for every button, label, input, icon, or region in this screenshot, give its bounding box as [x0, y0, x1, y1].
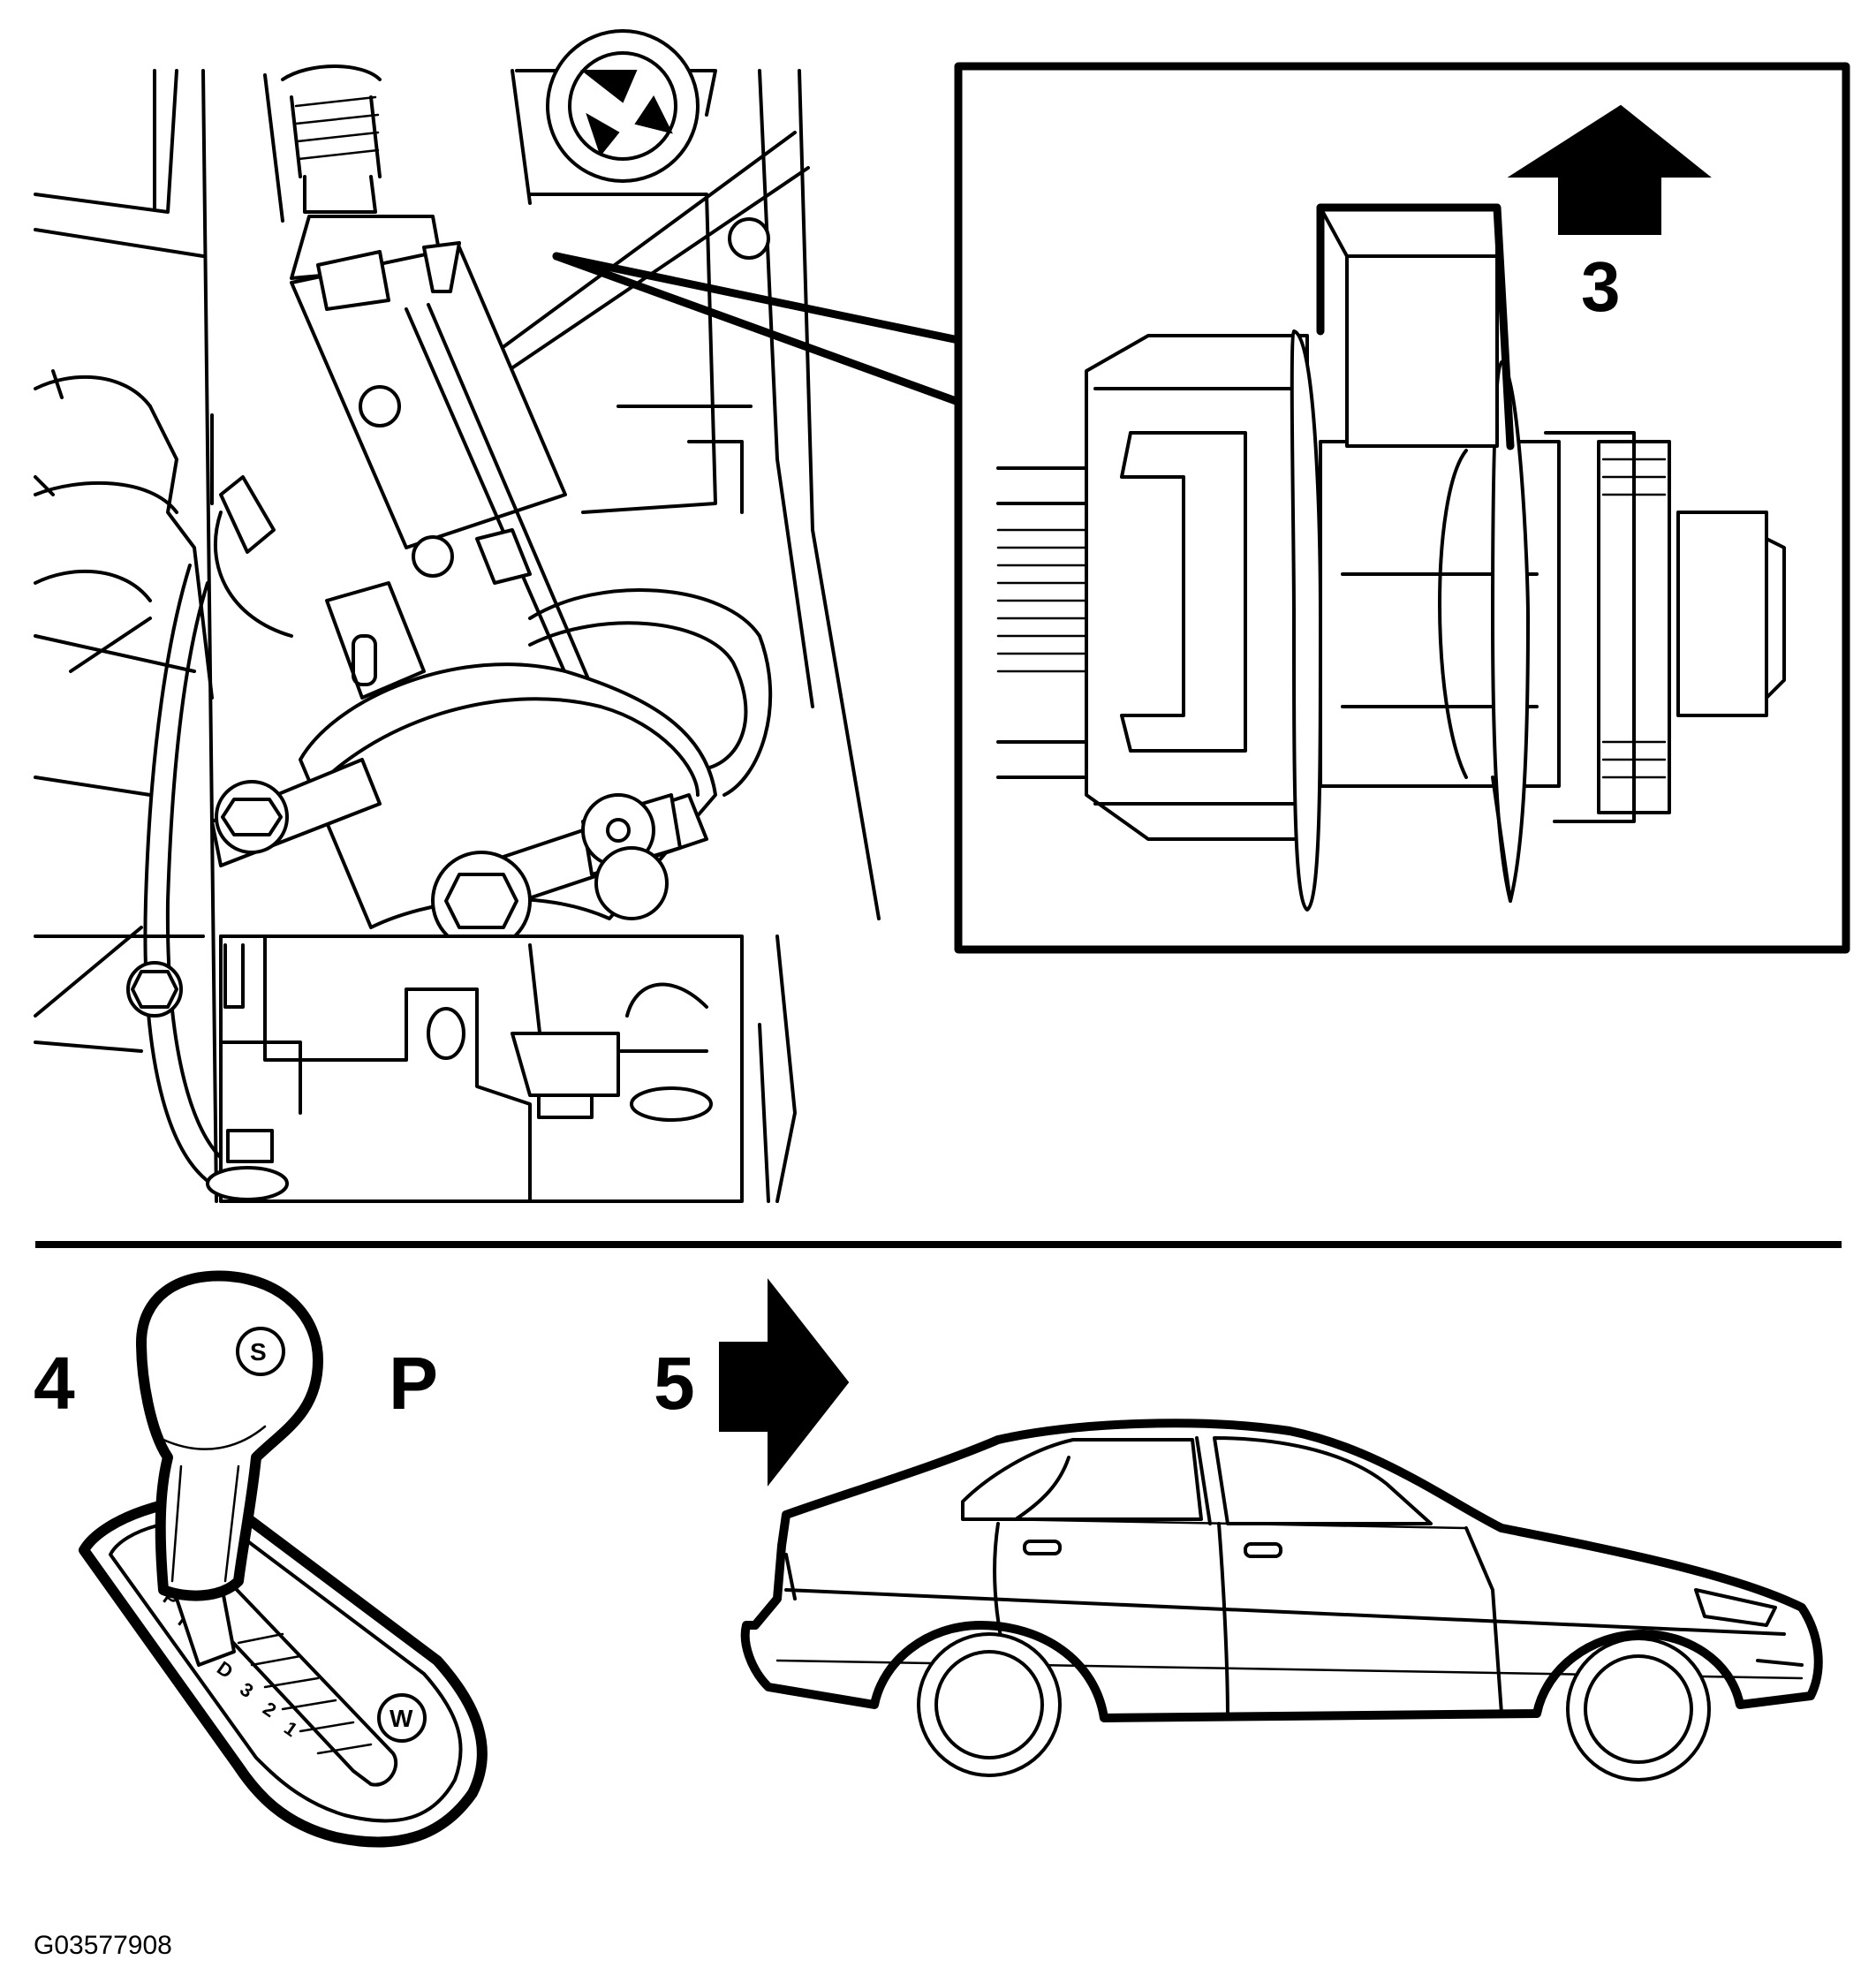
switch-connector-detail [996, 329, 1786, 912]
figure-code: G03577908 [34, 1931, 172, 1960]
switch-button-lifted [1316, 203, 1515, 450]
step-5-label: 5 [654, 1342, 695, 1425]
up-arrow-icon [1507, 104, 1712, 235]
winter-mode-button-icon [377, 1693, 427, 1743]
section-divider [35, 1241, 1842, 1248]
detail-callout-pointer [552, 252, 963, 406]
right-arrow-icon [719, 1278, 850, 1487]
gear-shifter-illustration: 4 P P R N D 3 2 1 W S [34, 1270, 488, 1848]
sport-mode-button-icon [236, 1327, 285, 1376]
step-4-label: 4 [34, 1342, 75, 1425]
vehicle-side-view-illustration: 5 [654, 1278, 1823, 1782]
step-3-label: 3 [1581, 247, 1621, 326]
detail-inset-panel: 3 [954, 62, 1850, 954]
gear-position-label: P [389, 1342, 438, 1425]
winter-mode-button-label: W [390, 1705, 413, 1732]
gear-selector-mechanism-illustration [34, 29, 881, 1203]
sport-mode-button-label: S [250, 1338, 267, 1366]
